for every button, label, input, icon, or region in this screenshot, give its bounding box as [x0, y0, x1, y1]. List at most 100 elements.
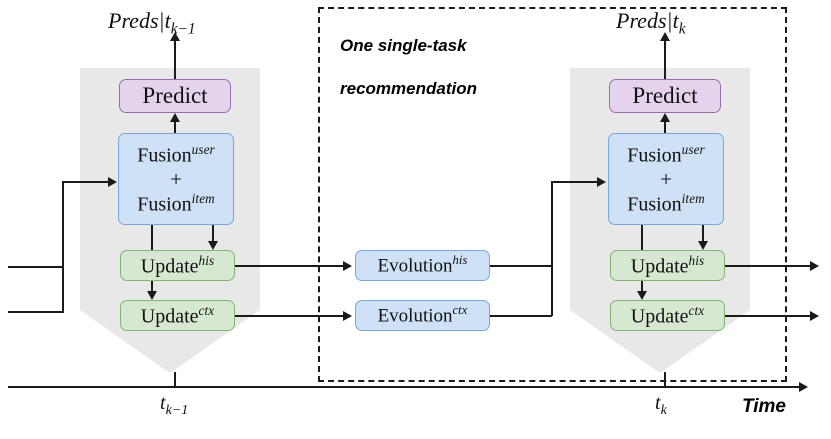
- preds-sub-base-tk: t: [672, 8, 679, 33]
- update-ctx-base-tk: Update: [630, 305, 689, 328]
- input-feed-fusion-left-arrow: [108, 177, 117, 187]
- update-his-out-arrow-tk: [810, 261, 819, 271]
- fusion-item-sup-tk: item: [681, 190, 705, 206]
- node-update-his-label-tk-1: Updatehis: [140, 252, 215, 278]
- update-ctx-sup-tk-1: ctx: [198, 302, 215, 318]
- node-evolution-his-label: Evolutionhis: [378, 254, 468, 276]
- preds-arrow-head-tk: [660, 32, 670, 41]
- node-update-ctx-label-tk-1: Updatectx: [140, 302, 215, 328]
- preds-bar-tk-1: |: [158, 8, 165, 33]
- node-fusion-user-tk: Fusionuser: [627, 141, 705, 167]
- node-predict-label-tk-1: Predict: [142, 82, 208, 108]
- update-his-to-evolution-line: [235, 265, 345, 267]
- update-his-to-evolution-arrow: [343, 261, 352, 271]
- evolution-his-base: Evolution: [377, 255, 453, 277]
- preds-arrow-line-tk-1: [174, 38, 176, 80]
- node-update-ctx-tk[interactable]: Updatectx: [610, 300, 725, 331]
- input-line-ctx-left: [8, 311, 64, 313]
- input-merge-riser-left: [62, 181, 64, 313]
- node-fusion-plus-tk: +: [660, 166, 672, 191]
- node-predict-tk-1[interactable]: Predict: [119, 79, 231, 113]
- panel-title-line-2: recommendation: [340, 78, 477, 98]
- node-evolution-ctx-label: Evolutionctx: [378, 304, 468, 326]
- fusion-down-right-tk: [702, 225, 704, 243]
- node-update-ctx-label-tk: Updatectx: [630, 302, 705, 328]
- fusion-down-left-tk: [641, 225, 643, 251]
- time-tick-label-tk: tk: [655, 392, 667, 419]
- node-predict-label-tk: Predict: [632, 82, 698, 108]
- panel-title-line-1: One single-task: [340, 36, 467, 56]
- fusion-user-base-tk: Fusion: [627, 144, 682, 167]
- tick-base-tk-1: t: [160, 392, 166, 414]
- update-ctx-to-evolution-line: [235, 315, 345, 317]
- evolution-ctx-base: Evolution: [377, 305, 453, 327]
- time-tick-tk: [664, 372, 666, 387]
- fusion-user-base-tk-1: Fusion: [137, 144, 192, 167]
- fusion-down-right-arrow-tk-1: [208, 241, 218, 250]
- update-ctx-to-evolution-arrow: [343, 311, 352, 321]
- update-ctx-sup-tk: ctx: [688, 302, 705, 318]
- preds-sub-tk-1: k−1: [170, 20, 196, 38]
- time-axis-label: Time: [742, 396, 787, 417]
- evolution-his-out-line: [490, 265, 552, 267]
- update-his-out-line-tk: [725, 265, 812, 267]
- update-his-base-tk: Update: [630, 255, 689, 278]
- node-update-his-tk[interactable]: Updatehis: [610, 250, 725, 281]
- node-evolution-his[interactable]: Evolutionhis: [355, 250, 490, 281]
- tick-sub-tk-1: k−1: [165, 403, 189, 418]
- fusion-user-sup-tk-1: user: [191, 141, 215, 157]
- node-update-his-label-tk: Updatehis: [630, 252, 705, 278]
- fusion-down-right-arrow-tk: [698, 241, 708, 250]
- fusion-to-predict-line-tk-1: [174, 119, 176, 135]
- input-line-his-left: [8, 266, 64, 268]
- preds-base-tk: Preds: [616, 8, 667, 33]
- fusion-down-right-tk-1: [212, 225, 214, 243]
- node-fusion-item-tk-1: Fusionitem: [137, 190, 215, 216]
- node-fusion-tk[interactable]: Fusionuser + Fusionitem: [608, 133, 724, 225]
- update-his-sup-tk-1: his: [198, 252, 215, 268]
- single-task-panel-title: One single-task recommendation: [340, 14, 550, 120]
- node-update-his-tk-1[interactable]: Updatehis: [120, 250, 235, 281]
- preds-sub-tk: k: [678, 20, 686, 38]
- fusion-to-predict-arrow-tk: [660, 113, 670, 122]
- update-ctx-base-tk-1: Update: [140, 305, 199, 328]
- update-his-base-tk-1: Update: [140, 255, 199, 278]
- update-ctx-out-arrow-tk: [810, 311, 819, 321]
- time-axis-line: [8, 386, 801, 388]
- preds-bar-tk: |: [666, 8, 673, 33]
- output-label-preds-tk: Preds|tk: [616, 8, 686, 38]
- node-update-ctx-tk-1[interactable]: Updatectx: [120, 300, 235, 331]
- node-fusion-tk-1[interactable]: Fusionuser + Fusionitem: [118, 133, 234, 225]
- output-label-preds-tk-1: Preds|tk−1: [108, 8, 196, 38]
- preds-sub-base-tk-1: t: [164, 8, 171, 33]
- fusion-item-sup-tk-1: item: [191, 190, 215, 206]
- node-evolution-ctx[interactable]: Evolutionctx: [355, 300, 490, 331]
- node-fusion-item-tk: Fusionitem: [627, 190, 705, 216]
- update-his-to-ctx-arrow-tk-1: [147, 291, 157, 300]
- update-his-to-ctx-arrow-tk: [637, 291, 647, 300]
- fusion-item-base-tk-1: Fusion: [137, 193, 192, 216]
- right-feed-fusion-arrow: [597, 177, 606, 187]
- node-predict-tk[interactable]: Predict: [609, 79, 721, 113]
- right-feed-fusion-line: [551, 181, 599, 183]
- update-his-sup-tk: his: [688, 252, 705, 268]
- tick-sub-tk: k: [660, 403, 667, 418]
- preds-arrow-head-tk-1: [170, 32, 180, 41]
- fusion-user-sup-tk: user: [681, 141, 705, 157]
- right-merge-riser: [551, 181, 553, 316]
- input-feed-fusion-left: [62, 181, 110, 183]
- node-fusion-plus-tk-1: +: [170, 166, 182, 191]
- node-fusion-user-tk-1: Fusionuser: [137, 141, 215, 167]
- fusion-item-base-tk: Fusion: [627, 193, 682, 216]
- single-task-panel: [318, 7, 787, 382]
- fusion-to-predict-line-tk: [664, 119, 666, 135]
- update-his-to-ctx-line-tk-1: [151, 281, 153, 293]
- evolution-ctx-sup: ctx: [452, 303, 468, 318]
- update-his-to-ctx-line-tk: [641, 281, 643, 293]
- preds-arrow-line-tk: [664, 38, 666, 80]
- evolution-his-sup: his: [452, 253, 468, 268]
- evolution-ctx-out-line: [490, 315, 552, 317]
- tick-base-tk: t: [655, 392, 661, 414]
- preds-base-tk-1: Preds: [108, 8, 159, 33]
